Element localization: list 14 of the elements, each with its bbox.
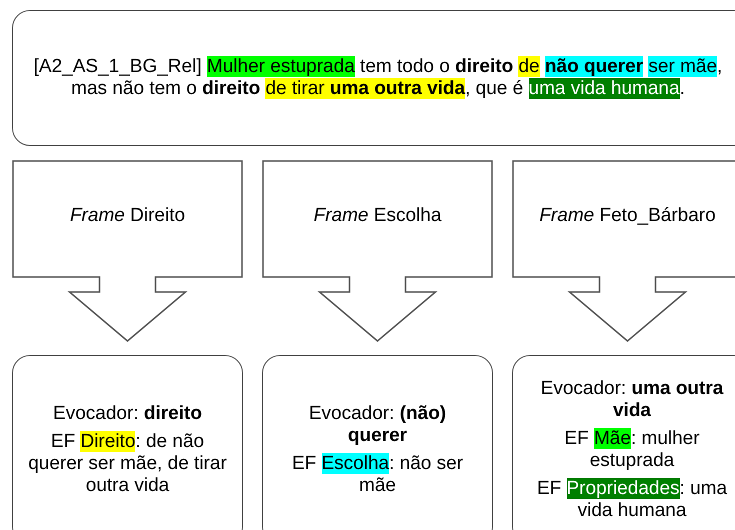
evocation-box bbox=[12, 355, 243, 530]
frame-element-text: EF Propriedades: uma vida humana bbox=[536, 478, 728, 522]
evocation-box bbox=[262, 355, 493, 530]
evoker-label: Evocador: direito bbox=[53, 403, 202, 425]
evoker-label: Evocador: uma outra vida bbox=[540, 378, 724, 422]
frame-element-text: EF Mãe: mulher estuprada bbox=[563, 428, 701, 472]
frame-element-text: EF Escolha: não ser mãe bbox=[290, 453, 464, 497]
sentence-box bbox=[12, 10, 735, 146]
evocation-box bbox=[512, 355, 735, 530]
evoker-label: Evocador: (não) querer bbox=[308, 403, 448, 447]
frame-label: Frame Escolha bbox=[312, 205, 442, 227]
frame-label: Frame Direito bbox=[68, 205, 186, 227]
frame-element-text: EF Direito: de não querer ser mãe, de tirar outra vida bbox=[27, 431, 228, 497]
frame-label: Frame Feto_Bárbaro bbox=[538, 205, 717, 227]
